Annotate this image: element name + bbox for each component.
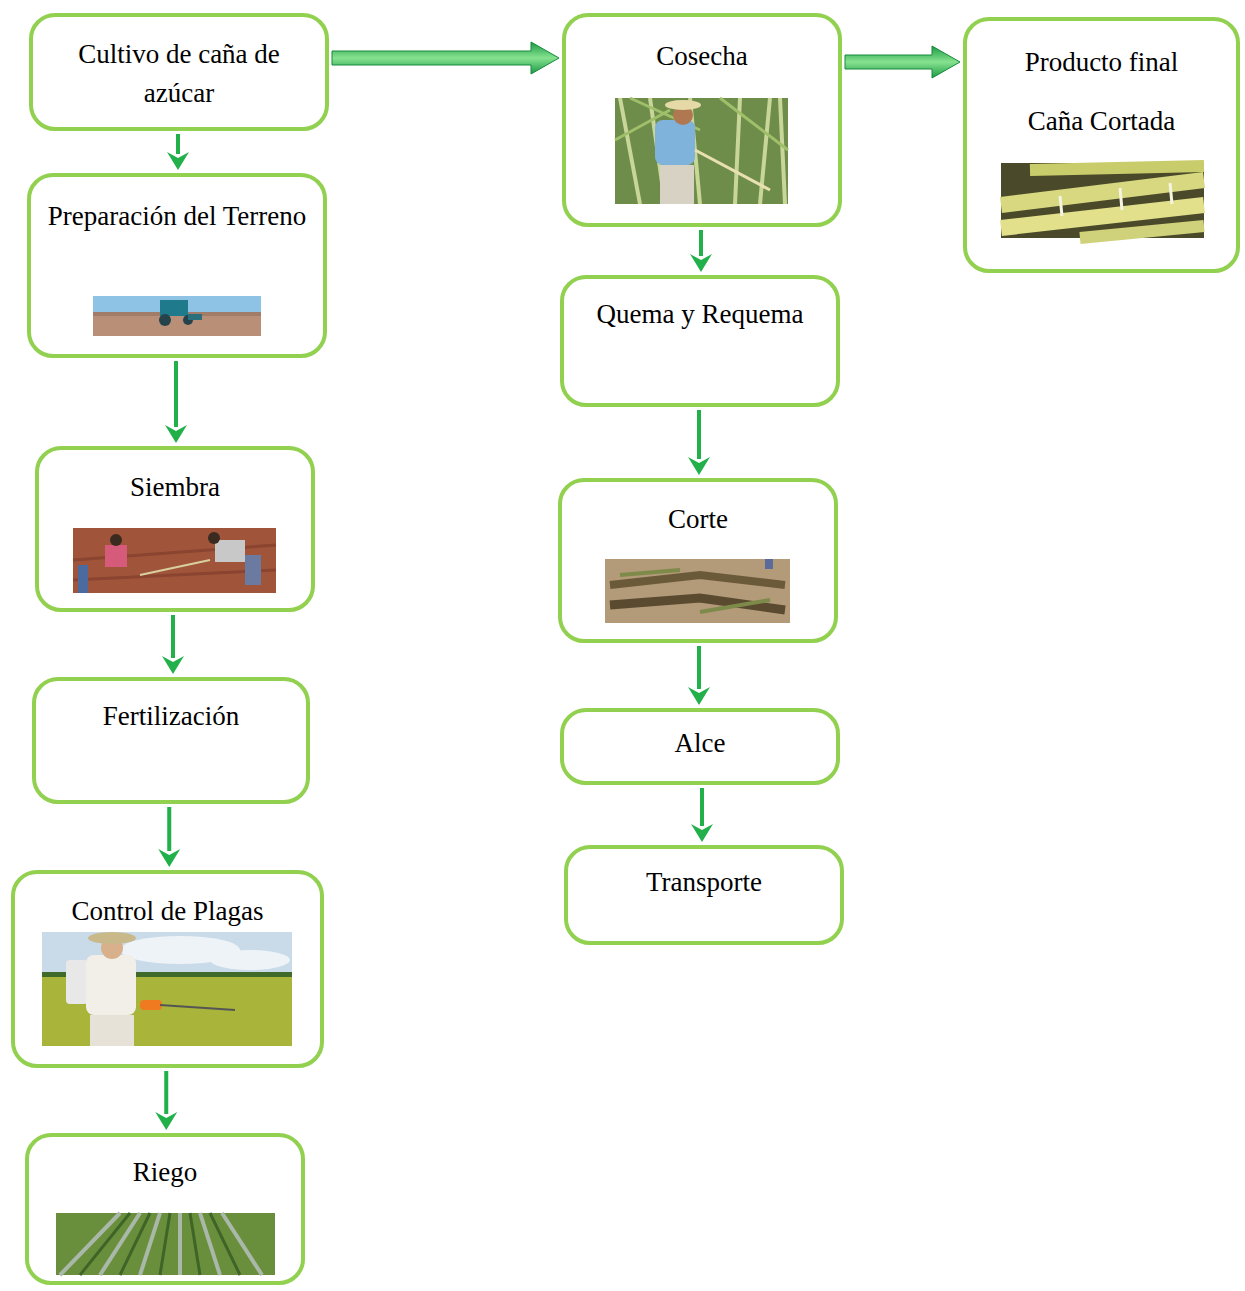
- arrow-shaft: [700, 788, 704, 826]
- arrow-head: [155, 1112, 177, 1130]
- arrow-head: [688, 687, 710, 705]
- arrow-shaft: [697, 646, 701, 689]
- process-box: Fertilización: [32, 677, 310, 804]
- arrow-head: [162, 656, 184, 674]
- arrow-head: [165, 425, 187, 443]
- box-title: Producto final: [967, 43, 1236, 82]
- irrigation-photo: [56, 1213, 275, 1275]
- arrow-shaft: [171, 615, 175, 658]
- box-title: Quema y Requema: [564, 295, 836, 334]
- arrow-shaft: [699, 230, 703, 256]
- arrow-head: [688, 457, 710, 475]
- flow-arrow: [845, 46, 960, 78]
- arrow-shaft: [176, 134, 180, 154]
- arrow-head: [690, 254, 712, 272]
- process-box: Siembra: [35, 446, 315, 612]
- flow-arrow: [162, 615, 184, 674]
- flow-arrow: [167, 134, 189, 170]
- flow-arrow: [155, 1071, 177, 1130]
- flow-arrow: [688, 410, 710, 475]
- box-title: Control de Plagas: [15, 892, 320, 931]
- planting-photo: [73, 528, 276, 593]
- process-box: Corte: [558, 478, 838, 643]
- process-box: Alce: [560, 708, 840, 785]
- process-box: Riego: [25, 1133, 305, 1285]
- tractor-photo: [93, 296, 261, 336]
- arrow-head: [158, 849, 180, 867]
- process-box: Quema y Requema: [560, 275, 840, 407]
- box-title: Corte: [562, 500, 834, 539]
- pest-control-photo: [42, 932, 292, 1046]
- process-box: Cosecha: [562, 13, 842, 227]
- cane-stalks-photo: [1001, 163, 1204, 238]
- box-title: Alce: [564, 724, 836, 763]
- flow-arrow: [165, 361, 187, 443]
- process-box: Transporte: [564, 845, 844, 945]
- box-subtitle: Caña Cortada: [967, 102, 1236, 141]
- arrow-shaft: [697, 410, 701, 459]
- process-box: Cultivo de caña de azúcar: [29, 13, 329, 131]
- box-title: Siembra: [39, 468, 311, 507]
- process-box: Producto finalCaña Cortada: [963, 17, 1240, 273]
- arrow-head: [691, 824, 713, 842]
- box-title: Cultivo de caña de azúcar: [33, 35, 325, 113]
- box-title: Fertilización: [36, 697, 306, 736]
- flow-arrow: [688, 646, 710, 705]
- thick-arrow: [845, 46, 960, 78]
- flow-arrow: [332, 42, 559, 74]
- box-title: Riego: [29, 1153, 301, 1192]
- box-title: Preparación del Terreno: [31, 197, 323, 236]
- box-title: Transporte: [568, 863, 840, 902]
- arrow-shaft: [164, 1071, 168, 1114]
- cut-cane-field-photo: [605, 559, 790, 623]
- flow-arrow: [691, 788, 713, 842]
- flow-arrow: [158, 807, 180, 867]
- flow-arrow: [690, 230, 712, 272]
- box-title: Cosecha: [566, 37, 838, 76]
- thick-arrow: [332, 42, 559, 74]
- process-box: Control de Plagas: [11, 870, 324, 1068]
- harvest-photo: [615, 98, 788, 204]
- arrow-shaft: [174, 361, 178, 427]
- arrow-shaft: [167, 807, 171, 851]
- process-box: Preparación del Terreno: [27, 173, 327, 358]
- arrow-head: [167, 152, 189, 170]
